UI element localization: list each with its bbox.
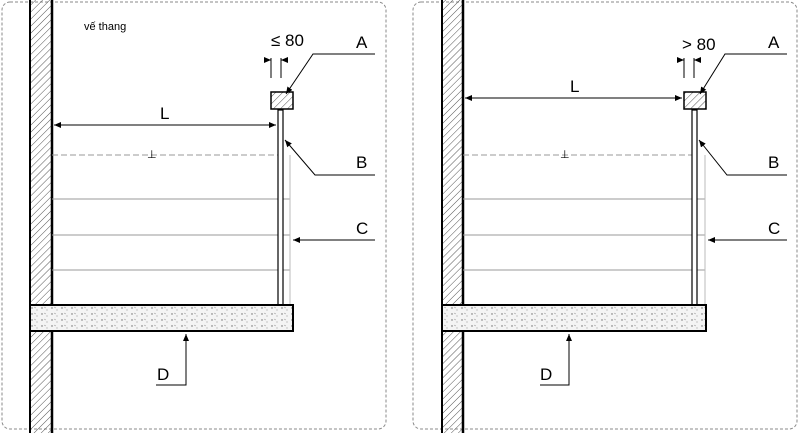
floor-slab: [441, 304, 707, 332]
guide-lines: [463, 198, 705, 271]
panel-frame: [1, 1, 387, 430]
clearance-label: ≤ 80: [271, 31, 304, 50]
label-c: C: [356, 219, 368, 238]
label-b: B: [768, 153, 779, 172]
clearance-ticks: [677, 57, 701, 78]
handrail-block: [270, 91, 294, 110]
panel-left: vế thang ⊥ L ≤ 80 A: [1, 0, 387, 433]
panel-right: ⊥ L > 80 A B: [412, 0, 798, 433]
span-label: L: [570, 77, 579, 96]
label-b: B: [356, 153, 367, 172]
wall: [30, 0, 52, 433]
label-d: D: [540, 365, 552, 384]
panel-frame: [412, 1, 798, 430]
caption: vế thang: [84, 21, 126, 33]
svg-text:⊥: ⊥: [147, 149, 157, 161]
railing-post: [691, 109, 698, 306]
span-label: L: [160, 104, 169, 123]
label-a: A: [768, 33, 780, 52]
handrail-block: [683, 91, 707, 110]
railing-post: [277, 109, 284, 306]
label-c: C: [768, 219, 780, 238]
wall: [442, 0, 463, 433]
label-d: D: [157, 365, 169, 384]
label-a: A: [356, 33, 368, 52]
guide-lines: [52, 198, 290, 271]
clearance-ticks: [264, 57, 288, 78]
svg-text:⊥: ⊥: [560, 149, 570, 161]
clearance-label: > 80: [682, 35, 716, 54]
floor-slab: [29, 304, 294, 332]
